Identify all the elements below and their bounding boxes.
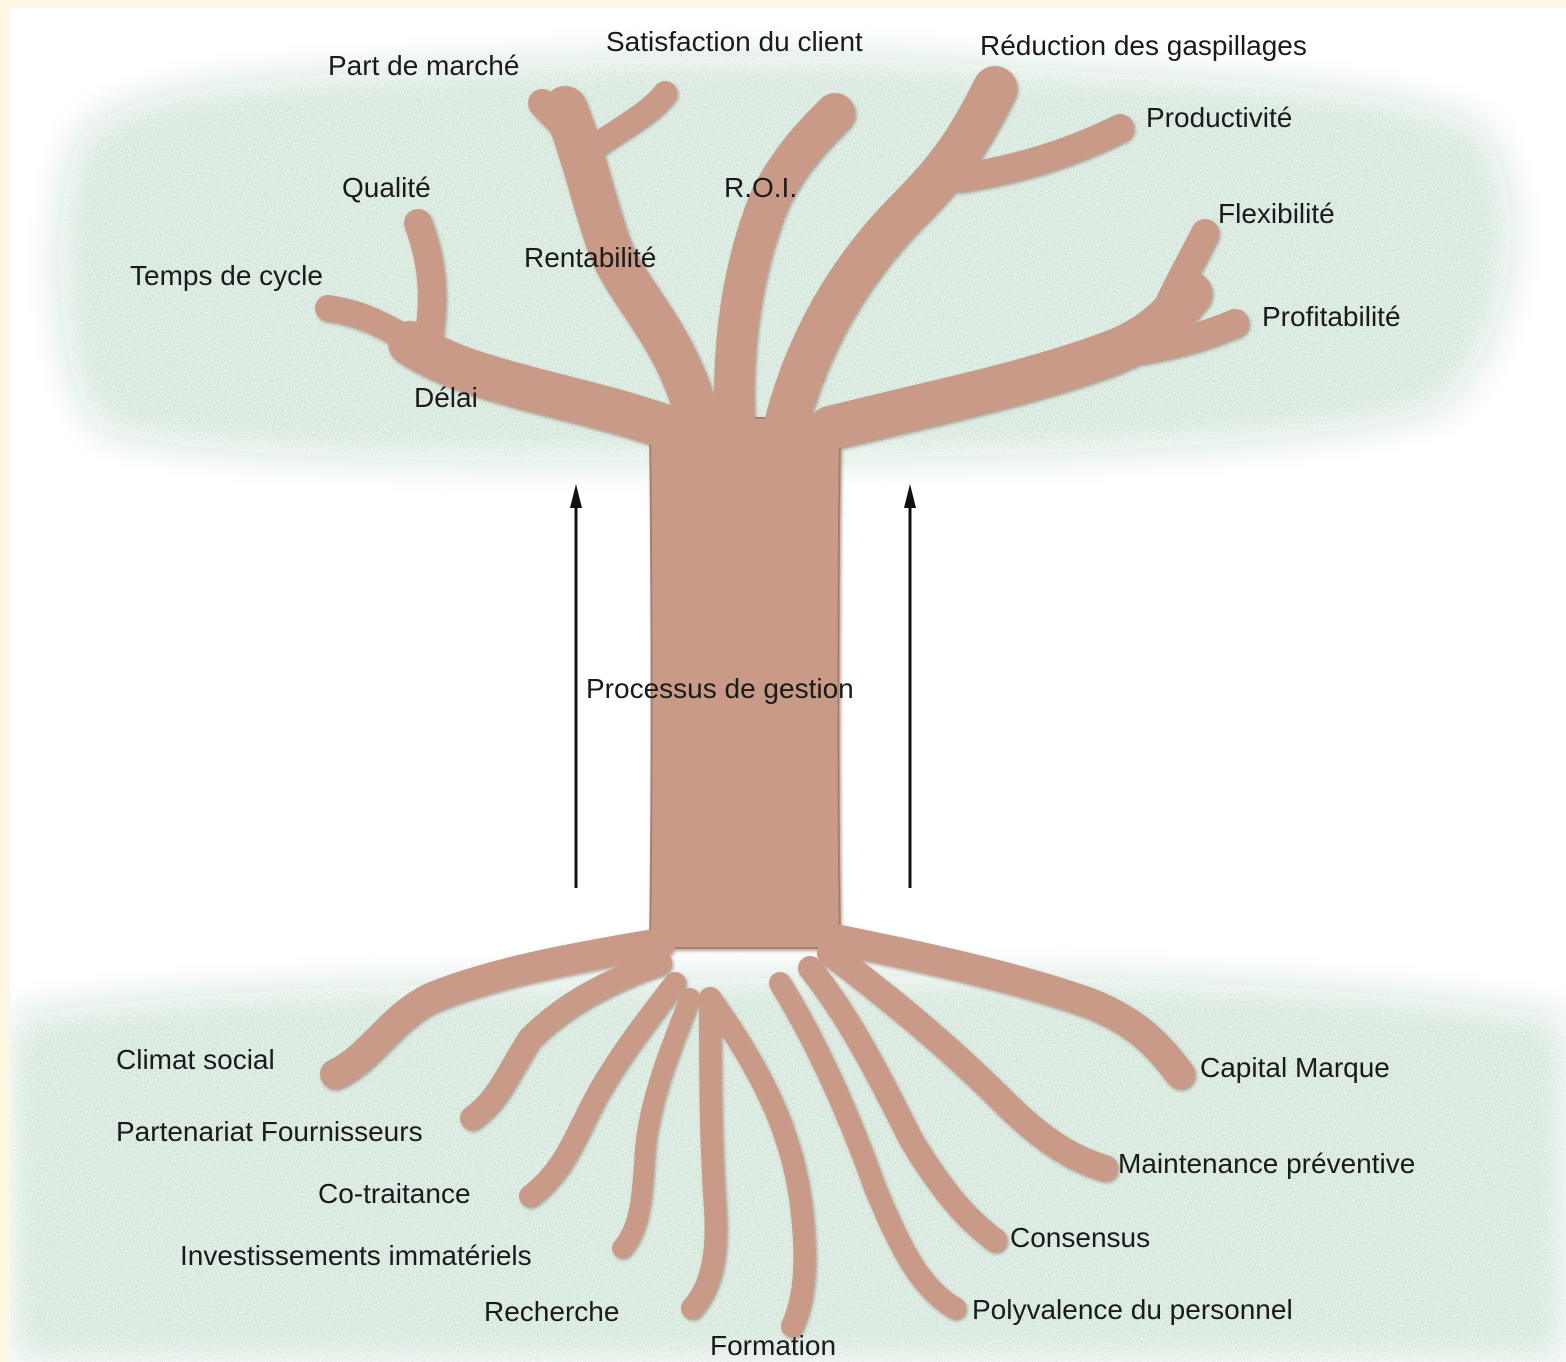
arrow-left xyxy=(570,484,582,888)
label-flexibilite: Flexibilité xyxy=(1218,200,1335,228)
label-capital-marque: Capital Marque xyxy=(1200,1054,1390,1082)
label-reduction-des-gaspillages: Réduction des gaspillages xyxy=(980,32,1307,60)
label-partenariat-fournisseurs: Partenariat Fournisseurs xyxy=(116,1118,423,1146)
label-rentabilite: Rentabilité xyxy=(524,244,656,272)
label-profitabilite: Profitabilité xyxy=(1262,303,1401,331)
label-part-de-marche: Part de marché xyxy=(328,52,519,80)
label-temps-de-cycle: Temps de cycle xyxy=(130,262,323,290)
label-delai: Délai xyxy=(414,384,478,412)
branch-qualite xyxy=(418,223,432,358)
arrow-right xyxy=(904,484,916,888)
label-satisfaction-du-client: Satisfaction du client xyxy=(606,28,863,56)
label-roi: R.O.I. xyxy=(724,174,797,202)
label-co-traitance: Co-traitance xyxy=(318,1180,471,1208)
label-recherche: Recherche xyxy=(484,1298,619,1326)
label-formation: Formation xyxy=(710,1332,836,1360)
label-productivite: Productivité xyxy=(1146,104,1292,132)
diagram-canvas: Part de marché Satisfaction du client Ré… xyxy=(10,8,1566,1362)
label-maintenance-preventive: Maintenance préventive xyxy=(1118,1150,1415,1178)
label-climat-social: Climat social xyxy=(116,1046,275,1074)
label-processus-de-gestion: Processus de gestion xyxy=(586,675,854,703)
label-qualite: Qualité xyxy=(342,174,431,202)
label-polyvalence-du-personnel: Polyvalence du personnel xyxy=(972,1296,1293,1324)
label-consensus: Consensus xyxy=(1010,1224,1150,1252)
label-investissements-immateriels: Investissements immatériels xyxy=(180,1242,532,1270)
